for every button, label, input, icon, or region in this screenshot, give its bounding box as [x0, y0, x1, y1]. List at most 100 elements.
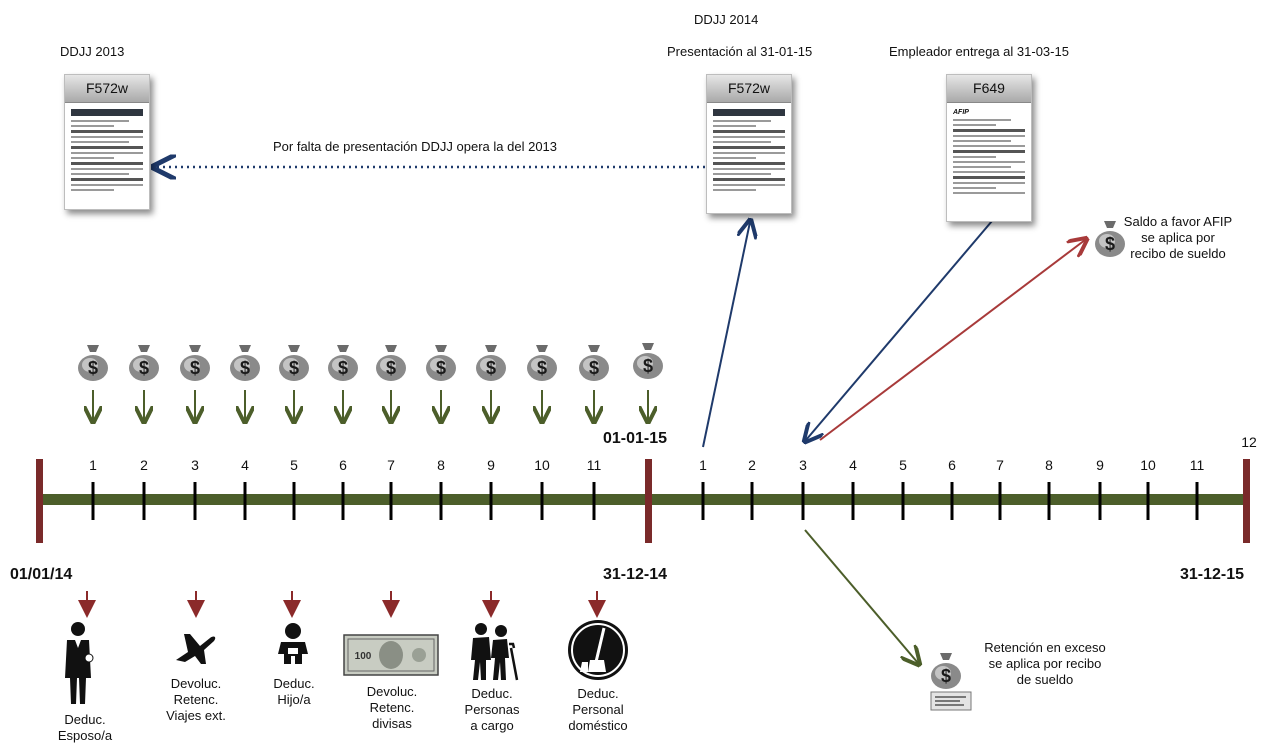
afip-logo: AFIP: [953, 109, 969, 116]
money-bag-icon: $: [177, 342, 213, 382]
f572w-2014-document: F572w: [706, 74, 792, 214]
svg-text:$: $: [88, 358, 98, 378]
tick-label: 7: [996, 457, 1004, 473]
retencion-arrow: [804, 529, 918, 663]
banknote-icon: 100: [343, 634, 439, 676]
money-bag-icon: $: [576, 342, 612, 382]
money-bag-icon: $: [524, 342, 560, 382]
money-bag-icon: $: [423, 342, 459, 382]
item-label-line: Viajes ext.: [166, 708, 226, 723]
tick-label: 6: [339, 457, 347, 473]
date-year-end: 31-12-14: [603, 566, 668, 583]
saldo-note-line: recibo de sueldo: [1130, 246, 1226, 261]
svg-text:$: $: [139, 358, 149, 378]
monthly-salary-arrows: [93, 390, 648, 420]
item-label-line: doméstico: [568, 718, 628, 733]
money-bag-icon: $: [325, 342, 361, 382]
ddjj-2014-title: DDJJ 2014: [694, 12, 759, 27]
fallback-note: Por falta de presentación DDJJ opera la …: [273, 139, 558, 154]
item-label-line: Esposo/a: [57, 728, 113, 743]
tick-label: 7: [387, 457, 395, 473]
svg-text:$: $: [386, 358, 396, 378]
item-label-line: Retenc.: [173, 692, 219, 707]
money-bag-icon: $: [126, 342, 162, 382]
timeline-end-marker: [1243, 459, 1250, 543]
tick-label: 1: [89, 457, 97, 473]
svg-text:$: $: [240, 358, 250, 378]
ddjj-2014-subtitle: Presentación al 31-01-15: [667, 44, 813, 59]
tick-label: 5: [290, 457, 298, 473]
item-label-line: Retenc.: [369, 700, 415, 715]
item-label-line: Deduc.: [64, 712, 106, 727]
f572w-2014-form-label: F572w: [707, 75, 791, 103]
item-label-hijo: Deduc. Hijo/a: [255, 676, 333, 708]
tick-label: 6: [948, 457, 956, 473]
tick-label: 3: [799, 457, 807, 473]
money-bag-icon: $: [227, 342, 263, 382]
money-bag-icon: $: [276, 342, 312, 382]
broom-bucket-icon: [566, 618, 630, 682]
f649-document: F649 AFIP: [946, 74, 1032, 222]
item-label-esposo: Deduc. Esposo/a: [40, 712, 130, 744]
item-label-line: divisas: [372, 716, 412, 731]
svg-text:$: $: [537, 358, 547, 378]
tick-label: 9: [1096, 457, 1104, 473]
item-label-line: a cargo: [470, 718, 514, 733]
item-label-viajes: Devoluc. Retenc. Viajes ext.: [150, 676, 242, 724]
saldo-money-bag-icon: $: [1092, 218, 1128, 258]
item-label-line: Deduc.: [577, 686, 619, 701]
retencion-money-bag-icon: $: [928, 650, 964, 690]
document-lines: [71, 109, 143, 203]
retencion-note-line: Retención en exceso: [984, 640, 1106, 655]
timeline-start-marker: [36, 459, 43, 543]
f649-title: Empleador entrega al 31-03-15: [889, 44, 1069, 59]
date-year-start: 01-01-15: [603, 430, 668, 447]
item-label-line: Hijo/a: [277, 692, 311, 707]
item-label-personas: Deduc. Personas a cargo: [450, 686, 534, 734]
receipt-icon: [930, 691, 972, 711]
money-bag-icon: $: [630, 340, 666, 380]
item-label-divisas: Devoluc. Retenc. divisas: [347, 684, 437, 732]
timeline-bar: [38, 494, 1248, 505]
saldo-note: Saldo a favor AFIP se aplica por recibo …: [1118, 214, 1238, 262]
svg-text:$: $: [486, 358, 496, 378]
saldo-note-line: Saldo a favor AFIP: [1123, 214, 1233, 229]
tick-label: 4: [849, 457, 857, 473]
svg-text:$: $: [941, 666, 951, 686]
money-bag-icon: $: [373, 342, 409, 382]
tick-label: 5: [899, 457, 907, 473]
money-bag-icon: $: [75, 342, 111, 382]
tick-label: 8: [437, 457, 445, 473]
dollar-sign: $: [1105, 234, 1115, 254]
tick-label: 10: [534, 457, 550, 473]
item-label-line: Deduc.: [273, 676, 315, 691]
date-end: 31-12-15: [1180, 566, 1245, 583]
svg-text:$: $: [289, 358, 299, 378]
f649-form-label: F649: [947, 75, 1031, 103]
item-label-line: Devoluc.: [170, 676, 222, 691]
svg-text:$: $: [338, 358, 348, 378]
airplane-icon: [172, 628, 218, 668]
f572w-2013-document: F572w: [64, 74, 150, 210]
tick-label: 8: [1045, 457, 1053, 473]
deduction-arrows: [78, 591, 606, 618]
date-start: 01/01/14: [10, 566, 73, 583]
tick-label: 2: [140, 457, 148, 473]
presentation-arrow: [702, 222, 750, 448]
tick-label: 12: [1241, 434, 1257, 450]
tick-label: 11: [1189, 457, 1205, 473]
f572w-2013-form-label: F572w: [65, 75, 149, 103]
groom-icon: [58, 620, 98, 706]
svg-text:$: $: [436, 358, 446, 378]
retencion-note: Retención en exceso se aplica por recibo…: [975, 640, 1115, 688]
document-lines: AFIP: [953, 109, 1025, 215]
tick-label: 10: [1140, 457, 1156, 473]
timeline-year-marker: [645, 459, 652, 543]
tick-label: 9: [487, 457, 495, 473]
ddjj-2013-title: DDJJ 2013: [60, 44, 125, 59]
document-lines: [713, 109, 785, 207]
tick-label: 3: [191, 457, 199, 473]
svg-text:$: $: [589, 358, 599, 378]
month-ticks-2014: [91, 482, 596, 520]
